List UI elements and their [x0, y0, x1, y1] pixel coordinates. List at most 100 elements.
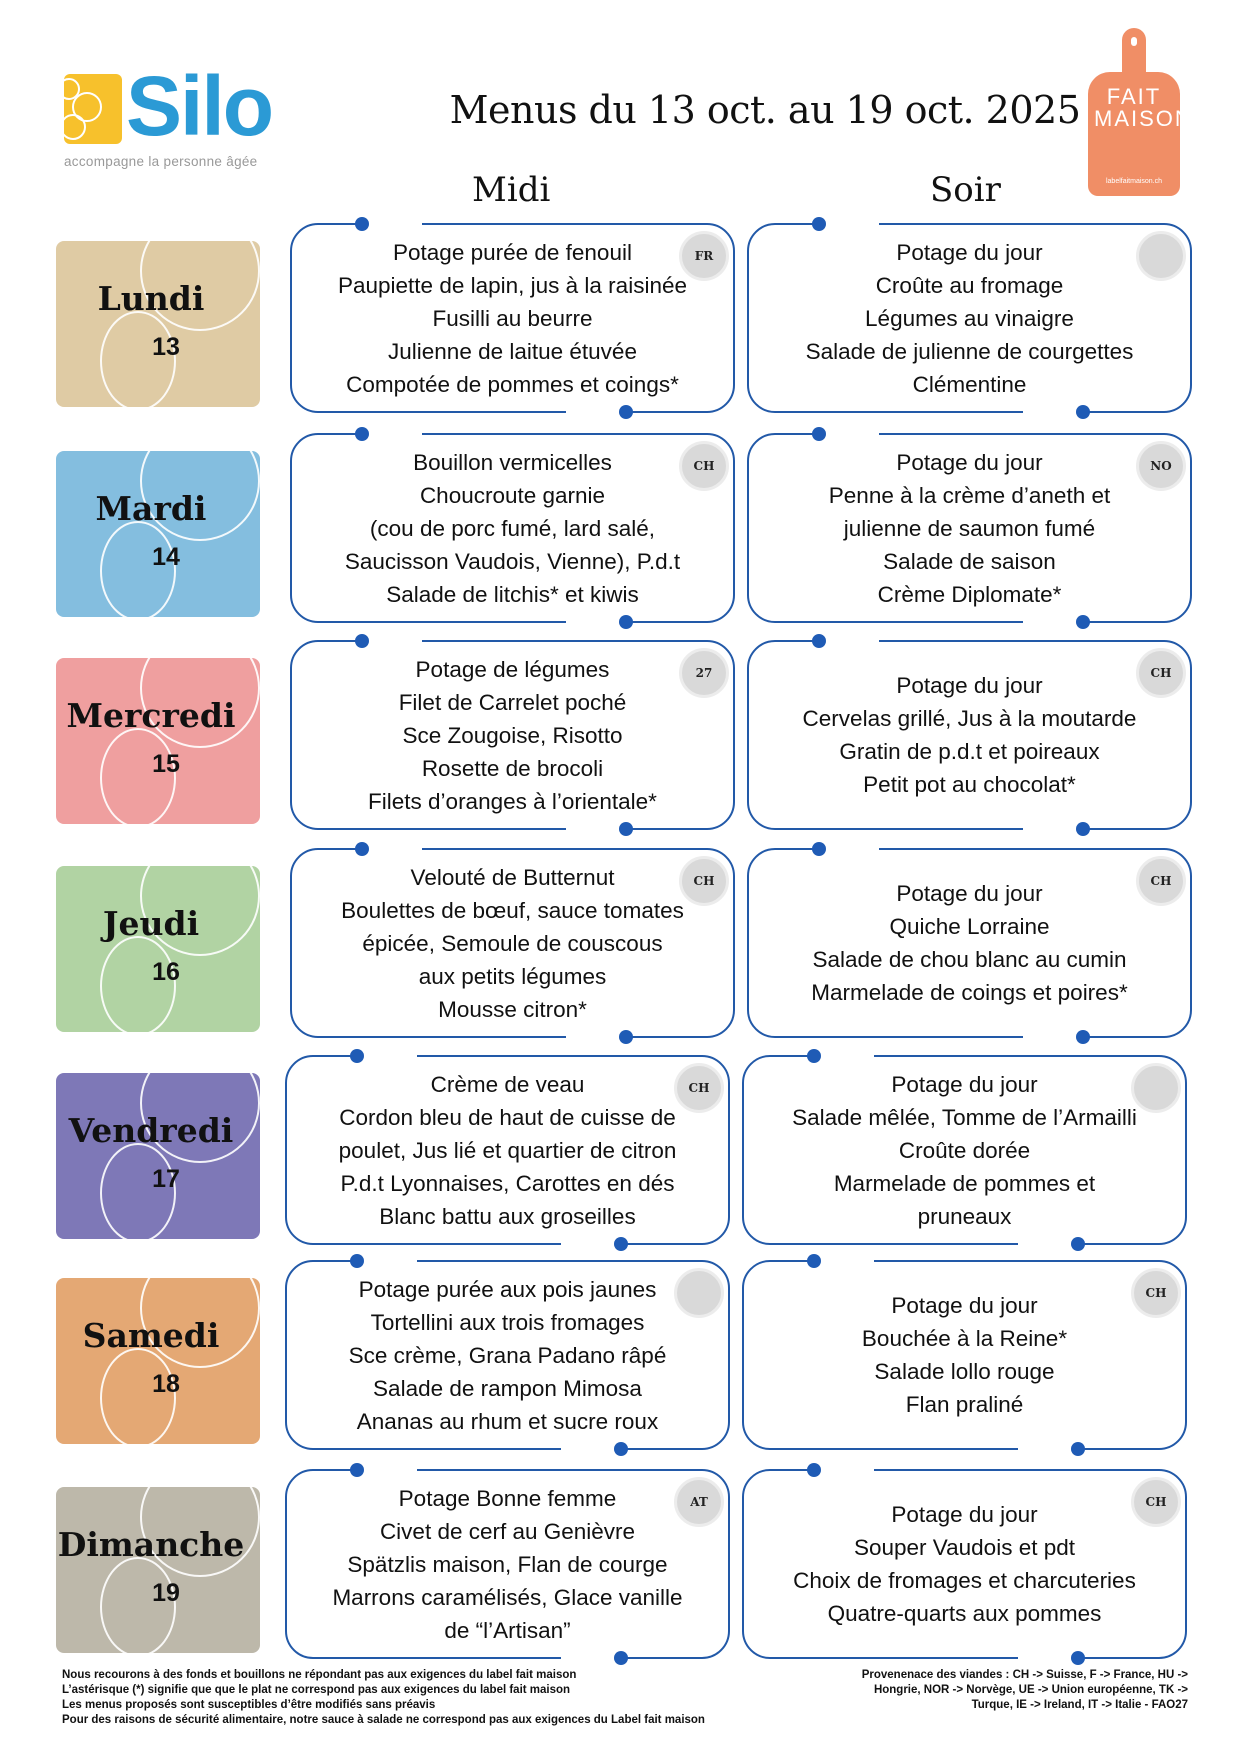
origin-badge: FR — [679, 231, 729, 281]
menu-item: Mousse citron* — [438, 996, 587, 1022]
menu-item: Potage du jour — [891, 1502, 1038, 1527]
origin-badge-empty — [1131, 1063, 1181, 1113]
menu-item: Bouchée à la Reine* — [861, 1326, 1068, 1351]
menu-item: poulet, Jus lié et quartier de citron — [338, 1137, 677, 1163]
menu-item: Potage purée aux pois jaunes — [358, 1276, 657, 1302]
connector-dot — [1076, 615, 1090, 629]
day-name: Jeudi — [102, 904, 200, 943]
menu-item: Potage du jour — [896, 881, 1043, 906]
origin-badge: CH — [1136, 856, 1186, 906]
menu-item: Cordon bleu de haut de cuisse de — [339, 1104, 676, 1130]
menu-item: Salade de chou blanc au cumin — [812, 947, 1127, 972]
provenance-line: Provenenace des viandes : CH -> Suisse, … — [861, 1669, 1188, 1681]
origin-badge-empty — [1136, 231, 1186, 281]
day-date: 17 — [152, 1165, 180, 1193]
day-date: 16 — [152, 958, 180, 986]
page-title: Menus du 13 oct. au 19 oct. 2025 — [449, 88, 1081, 132]
column-header-soir: Soir — [930, 170, 1001, 210]
menu-item: Potage du jour — [891, 1071, 1038, 1097]
silo-logo-mark — [64, 74, 122, 144]
connector-dot — [614, 1651, 628, 1665]
connector-dot — [619, 822, 633, 836]
menu-item: Sce crème, Grana Padano râpé — [348, 1342, 667, 1368]
menu-item: Compotée de pommes et coings* — [346, 371, 679, 397]
menu-item: P.d.t Lyonnaises, Carottes en dés — [340, 1170, 675, 1196]
day-name: Mardi — [95, 489, 207, 528]
menu-item: Potage du jour — [896, 239, 1043, 265]
menu-item: Salade mêlée, Tomme de l’Armailli — [792, 1104, 1137, 1130]
day-card-dimanche: Dimanche 19 — [56, 1487, 260, 1653]
connector-dot — [807, 1254, 821, 1268]
menu-item: Marrons caramélisés, Glace vanille — [332, 1584, 683, 1610]
menu-item: Fusilli au beurre — [432, 305, 593, 331]
menu-item: Salade de rampon Mimosa — [373, 1375, 642, 1401]
menu-item: Cervelas grillé, Jus à la moutarde — [802, 706, 1137, 731]
day-name: Dimanche — [57, 1525, 245, 1564]
connector-dot — [350, 1463, 364, 1477]
day-date: 14 — [152, 543, 180, 571]
day-date: 19 — [152, 1579, 180, 1607]
footer-note: L’astérisque (*) signifie que que le pla… — [62, 1684, 571, 1696]
menu-item: Gratin de p.d.t et poireaux — [839, 739, 1100, 764]
menu-item: Choucroute garnie — [419, 482, 606, 508]
silo-logo-text: Silo — [126, 59, 274, 153]
origin-badge: CH — [679, 856, 729, 906]
connector-dot — [614, 1442, 628, 1456]
menu-item: Potage du jour — [896, 673, 1043, 698]
menu-item: Potage de légumes — [415, 656, 610, 682]
menu-item: Potage purée de fenouil — [393, 239, 632, 265]
menu-item: Salade de saison — [883, 548, 1056, 574]
origin-badge: CH — [679, 441, 729, 491]
connector-dot — [807, 1049, 821, 1063]
day-card-samedi: Samedi 18 — [56, 1278, 260, 1444]
menu-item: Potage du jour — [896, 449, 1043, 475]
connector-dot — [812, 217, 826, 231]
menu-item: Penne à la crème d’aneth et — [828, 482, 1111, 508]
origin-badge-empty — [674, 1268, 724, 1318]
footer-note: Nous recourons à des fonds et bouillons … — [62, 1669, 577, 1681]
connector-dot — [619, 405, 633, 419]
connector-dot — [1076, 822, 1090, 836]
fait-maison-label-logo: FAIT MAISON labelfaitmaison.ch — [1088, 28, 1193, 196]
connector-dot — [1076, 405, 1090, 419]
origin-badge: CH — [674, 1063, 724, 1113]
footer-notes: Nous recourons à des fonds et bouillons … — [62, 1668, 705, 1728]
menu-item: Quatre-quarts aux pommes — [827, 1601, 1102, 1626]
day-date: 18 — [152, 1370, 180, 1398]
connector-dot — [355, 427, 369, 441]
menu-item: Velouté de Butternut — [410, 864, 615, 890]
provenance-line: Turque, IE -> Ireland, IT -> Italie - FA… — [971, 1699, 1188, 1711]
menu-item: Souper Vaudois et pdt — [854, 1535, 1075, 1560]
menu-item: Filets d’oranges à l’orientale* — [368, 788, 657, 814]
menu-item: pruneaux — [917, 1203, 1012, 1229]
menu-item: Civet de cerf au Genièvre — [379, 1518, 636, 1544]
menu-item: épicée, Semoule de couscous — [362, 930, 663, 956]
menu-item: Flan praliné — [905, 1392, 1024, 1417]
menu-item: aux petits légumes — [418, 963, 607, 989]
connector-dot — [619, 615, 633, 629]
menu-item: Crème de veau — [430, 1071, 585, 1097]
menu-item: Tortellini aux trois fromages — [370, 1309, 645, 1335]
connector-dot — [350, 1254, 364, 1268]
menu-item: Crème Diplomate* — [877, 581, 1062, 607]
menu-item: (cou de porc fumé, lard salé, — [369, 515, 656, 541]
day-name: Samedi — [82, 1316, 220, 1355]
menu-item: Ananas au rhum et sucre roux — [356, 1408, 659, 1434]
footer-note: Les menus proposés sont susceptibles d’ê… — [62, 1699, 436, 1711]
connector-dot — [812, 842, 826, 856]
menu-item: de “l’Artisan” — [444, 1617, 571, 1643]
menu-item: Saucisson Vaudois, Vienne), P.d.t — [344, 548, 681, 574]
menu-item: Croûte dorée — [898, 1137, 1031, 1163]
fait-maison-text: FAIT MAISON — [1094, 84, 1193, 131]
connector-dot — [1071, 1651, 1085, 1665]
connector-dot — [355, 842, 369, 856]
